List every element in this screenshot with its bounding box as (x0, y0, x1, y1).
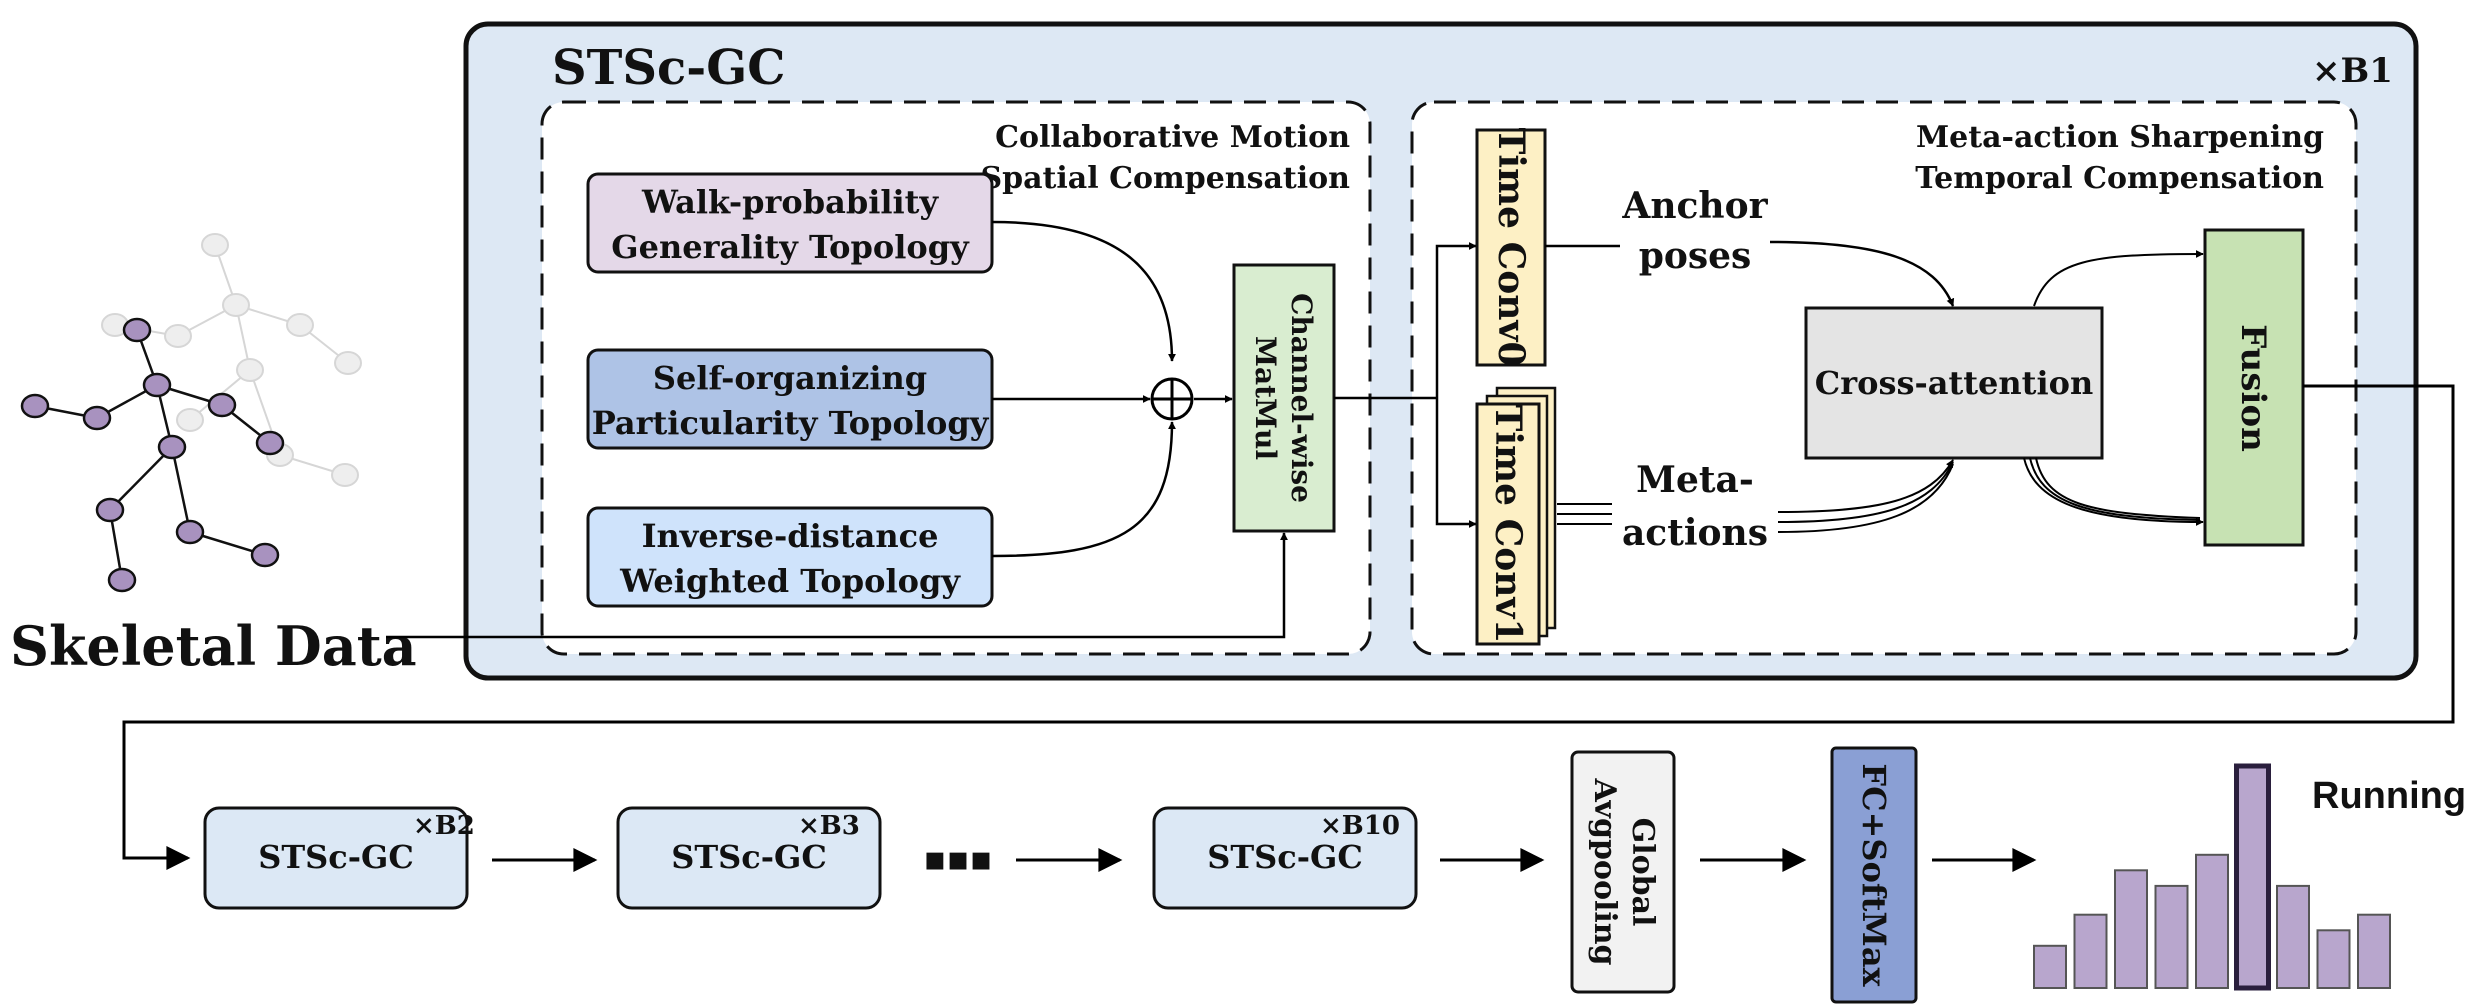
matmul-line1: Channel-wise (1285, 293, 1318, 503)
fusion-to-pipeline-connector (122, 384, 2455, 870)
add-node-icon (1150, 377, 1194, 421)
channel-wise-matmul (1232, 263, 1336, 533)
output-label: Running (2312, 775, 2466, 817)
skeletal-data-connector (386, 532, 1288, 639)
cross-attention-box (1804, 306, 2104, 460)
meta-label-line2: actions (1622, 512, 1768, 554)
pool-label-line2: Avgpooling (1587, 777, 1622, 965)
pipeline-block-b2: STSc-GC ×B2 (203, 806, 475, 910)
panel-repeat-label: ×B1 (2312, 51, 2393, 91)
output-bar (2154, 884, 2189, 990)
fc-softmax-label: FC+SoftMax (1855, 763, 1893, 987)
svg-text:STSc-GC: STSc-GC (1207, 838, 1363, 876)
meta-to-cross-attention (1777, 459, 1954, 533)
svg-text:Generality Topology: Generality Topology (611, 228, 970, 266)
temporal-title-line2: Temporal Compensation (1915, 161, 2324, 196)
svg-text:STSc-GC: STSc-GC (671, 838, 827, 876)
cross-attention-to-fusion (2023, 250, 2204, 526)
meta-connector-in (1557, 503, 1612, 525)
pipeline-block-b10: STSc-GC ×B10 (1152, 806, 1418, 910)
output-bar (2114, 869, 2148, 989)
inverse-distance-topology: Inverse-distance Weighted Topology (586, 506, 994, 608)
temporal-title-line1: Meta-action Sharpening (1916, 120, 2324, 155)
time-conv0-label: Time Conv0 (1490, 128, 1532, 367)
pipeline-ellipsis: ▪▪▪ (923, 839, 992, 879)
skeleton-graph-icon (20, 233, 362, 593)
svg-text:×B10: ×B10 (1320, 811, 1400, 841)
output-bar (2195, 853, 2229, 989)
svg-text:Walk-probability: Walk-probability (641, 183, 940, 221)
fusion-box (2203, 228, 2305, 547)
anchor-to-cross-attention (1769, 240, 1955, 307)
panel-title: STSc-GC (552, 40, 785, 96)
time-conv0 (1475, 128, 1547, 367)
svg-text:Self-organizing: Self-organizing (653, 359, 927, 397)
global-avgpooling-box (1570, 750, 1676, 994)
cross-attention-label: Cross-attention (1815, 364, 2093, 402)
matmul-to-timeconv-connectors (1334, 242, 1477, 528)
pool-label-line1: Global (1625, 818, 1660, 927)
output-bar (2316, 929, 2351, 989)
time-conv1-stack (1475, 386, 1557, 646)
topology-connectors (991, 220, 1233, 558)
anchor-label-line1: Anchor (1621, 185, 1768, 227)
fc-softmax-box (1830, 746, 1918, 1004)
output-bar (2357, 913, 2391, 990)
spatial-title-line1: Collaborative Motion (995, 120, 1350, 155)
fusion-label: Fusion (2233, 324, 2273, 452)
output-bar (2033, 944, 2067, 989)
svg-text:Particularity Topology: Particularity Topology (592, 404, 990, 442)
matmul-line2: MatMul (1249, 336, 1282, 460)
output-bar (2276, 884, 2310, 990)
pipeline-block-b3: STSc-GC ×B3 (616, 806, 882, 910)
spatial-title-line2: Spatial Compensation (980, 161, 1350, 196)
meta-label-line1: Meta- (1636, 459, 1754, 501)
input-label: Skeletal Data (10, 614, 417, 678)
svg-text:Inverse-distance: Inverse-distance (642, 517, 939, 555)
time-conv1-label: Time Conv1 (1487, 405, 1529, 644)
svg-text:Weighted Topology: Weighted Topology (619, 562, 961, 600)
output-bar (2073, 913, 2108, 990)
walk-probability-topology: Walk-probability Generality Topology (586, 172, 994, 274)
output-bars (2033, 763, 2391, 991)
output-bar (2234, 763, 2271, 991)
svg-text:×B3: ×B3 (798, 811, 860, 841)
self-organizing-topology: Self-organizing Particularity Topology (586, 348, 994, 450)
anchor-label-line2: poses (1639, 235, 1752, 277)
svg-text:×B2: ×B2 (413, 811, 475, 841)
svg-text:STSc-GC: STSc-GC (258, 838, 414, 876)
